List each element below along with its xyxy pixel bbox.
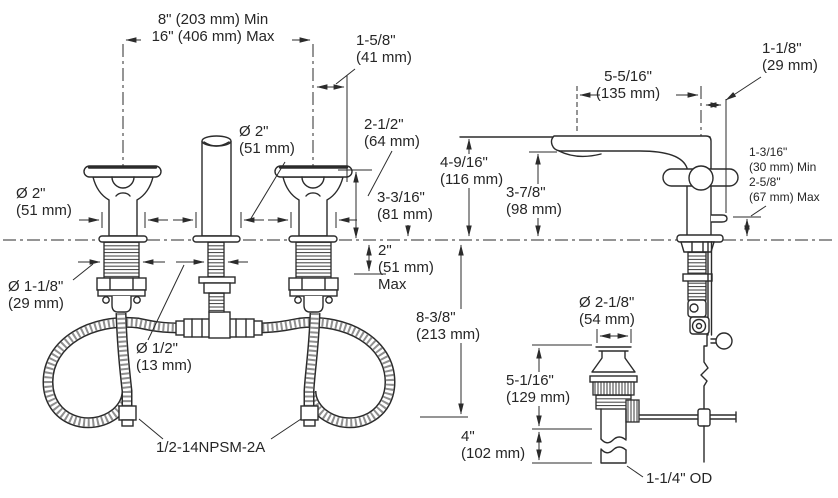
- dim-text: 16" (406 mm) Max: [151, 28, 275, 45]
- dim-text: 2-5/8": [749, 175, 781, 189]
- side-below-deck: [639, 241, 737, 463]
- dim-text: (64 mm): [364, 133, 420, 150]
- dim-text: 4": [461, 428, 475, 445]
- label-handle-swing: 1-5/8" (41 mm): [356, 32, 412, 66]
- left-handle-front: [83, 165, 162, 243]
- dim-text: 1-5/8": [356, 32, 396, 49]
- spout-shank: [198, 241, 236, 313]
- dim-text: 4-9/16": [440, 154, 488, 171]
- dim-text: (13 mm): [136, 357, 192, 374]
- label-tailpiece-od: 1-1/4" OD: [646, 470, 712, 487]
- dim-text: (67 mm) Max: [749, 190, 820, 204]
- label-rod-offset: 1-1/8" (29 mm): [762, 40, 818, 74]
- dim-text: 8" (203 mm) Min: [157, 11, 269, 28]
- dim-text: (29 mm): [762, 57, 818, 74]
- label-handle-height: 3-3/16" (81 mm): [377, 189, 433, 223]
- dim-text: (29 mm): [8, 295, 64, 312]
- label-drain-diameter: Ø 2-1/8" (54 mm): [579, 294, 635, 328]
- left-valve-shank: [96, 241, 147, 313]
- label-drain-height: 5-1/16" (129 mm): [504, 372, 573, 406]
- dim-text: (51 mm): [239, 140, 295, 157]
- dim-text: 1-1/8": [762, 40, 802, 57]
- dim-text: (135 mm): [595, 85, 661, 102]
- dim-text: 3-3/16": [377, 189, 425, 206]
- label-tailpiece-length: 4" (102 mm): [461, 428, 525, 462]
- faucet-side-view: [459, 99, 739, 243]
- dim-text: (51 mm): [16, 202, 72, 219]
- dim-text: 2": [378, 242, 392, 259]
- right-handle-front: [274, 165, 353, 243]
- label-spout-diameter: Ø 2" (51 mm): [239, 123, 295, 157]
- dim-text: (129 mm): [506, 389, 571, 406]
- tee-fitting: [175, 311, 263, 339]
- dim-text: 2-1/2": [364, 116, 404, 133]
- dim-text: (102 mm): [461, 445, 526, 462]
- label-shank-diameter: Ø 1-1/8" (29 mm): [8, 278, 64, 312]
- label-supply-diameter: Ø 1/2" (13 mm): [136, 340, 192, 374]
- label-spread: 8" (203 mm) Min 16" (406 mm) Max: [118, 11, 308, 45]
- dim-text: (54 mm): [579, 311, 635, 328]
- dim-text: (41 mm): [356, 49, 412, 66]
- dim-text: (81 mm): [377, 206, 433, 223]
- dim-text: (30 mm) Min: [749, 160, 817, 174]
- label-handle-length: 2-1/2" (64 mm): [364, 116, 420, 150]
- label-spout-reach: 5-5/16" (135 mm): [566, 68, 690, 102]
- dim-text: (98 mm): [506, 201, 562, 218]
- dim-text: Ø 2-1/8": [579, 294, 635, 311]
- dim-text: 5-5/16": [604, 68, 652, 85]
- dim-text: Ø 2": [16, 185, 46, 202]
- dim-text: (116 mm): [440, 171, 504, 188]
- dim-text: (51 mm): [378, 259, 434, 276]
- dim-text: 1-1/4" OD: [646, 470, 713, 487]
- dim-text: 3-7/8": [506, 184, 546, 201]
- label-handle-diameter: Ø 2" (51 mm): [16, 185, 72, 219]
- dim-text: Ø 1-1/8": [8, 278, 64, 295]
- dim-text: Max: [378, 276, 407, 293]
- dim-text: 1-3/16": [749, 145, 788, 159]
- label-rod-travel: 1-3/16" (30 mm) Min 2-5/8" (67 mm) Max: [749, 145, 820, 205]
- drain-assembly: [589, 346, 640, 464]
- dim-text: Ø 1/2": [136, 340, 179, 357]
- braided-supply-hoses: [48, 313, 390, 426]
- dim-text: 8-3/8": [416, 309, 456, 326]
- label-spout-height: 4-9/16" (116 mm): [438, 154, 506, 188]
- spout-front: [192, 135, 241, 243]
- right-valve-shank: [288, 241, 339, 313]
- label-supply-thread: 1/2-14NPSM-2A: [156, 439, 265, 456]
- dim-text: 1/2-14NPSM-2A: [156, 439, 266, 456]
- dim-text: Ø 2": [239, 123, 269, 140]
- label-spout-underside: 3-7/8" (98 mm): [504, 184, 564, 218]
- dim-text: (213 mm): [416, 326, 481, 343]
- label-below-deck: 8-3/8" (213 mm): [414, 309, 483, 343]
- dim-text: 5-1/16": [506, 372, 554, 389]
- label-deck-thickness: 2" (51 mm) Max: [378, 242, 434, 293]
